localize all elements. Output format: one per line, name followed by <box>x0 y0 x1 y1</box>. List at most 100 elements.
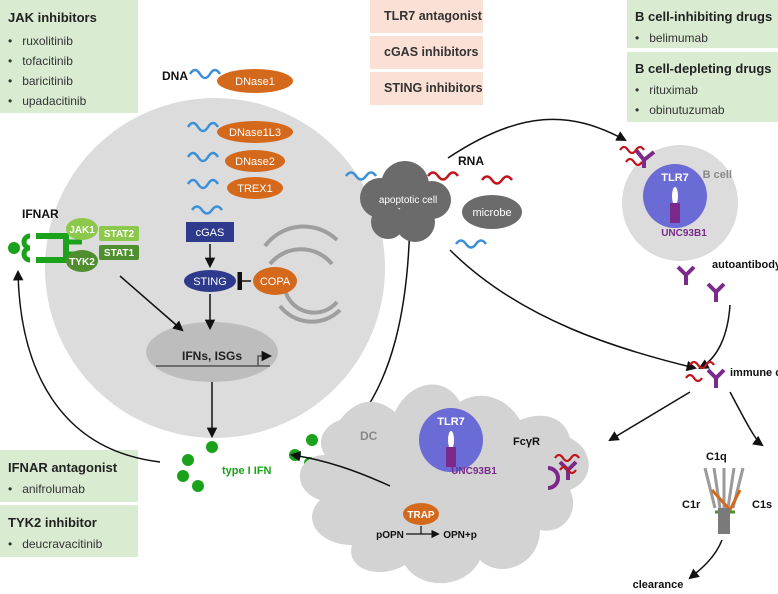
apoptotic-cell <box>360 161 451 242</box>
ifnar-label: IFNAR <box>22 207 59 221</box>
arrow <box>447 118 627 159</box>
cgas-inhibitors-label: cGAS inhibitors <box>384 45 479 59</box>
type1-ifn-molecules <box>177 434 318 492</box>
drug-item: belimumab <box>635 28 778 48</box>
rna-strand <box>559 465 577 475</box>
nucleus <box>146 322 278 382</box>
bcell-inhibiting-box: B cell-inhibiting drugs belimumab <box>627 0 778 48</box>
bcell-depleting-box: B cell-depleting drugs rituximab obinutu… <box>627 52 778 122</box>
trex1-enzyme <box>227 177 283 199</box>
drug-item: upadacitinib <box>8 91 138 111</box>
dna-strand <box>190 205 224 215</box>
sting-inhibitors-label: STING inhibitors <box>384 81 483 95</box>
rna-strand <box>480 175 514 185</box>
copa-node <box>253 267 297 295</box>
trap-label: TRAP <box>407 510 435 521</box>
c1q-label: C1q <box>706 451 727 463</box>
dna-label: DNA <box>162 69 188 83</box>
drug-item: baricitinib <box>8 71 138 91</box>
tlr7-antagonist-box: TLR7 antagonist <box>370 0 483 33</box>
autoantibody <box>676 265 726 302</box>
dna-strand <box>186 178 220 190</box>
bound-antibody <box>558 460 578 480</box>
b-cell-label: B cell <box>703 169 732 181</box>
arrow <box>119 275 184 332</box>
c1s-label: C1s <box>752 499 772 511</box>
jak-inhibitors-box: JAK inhibitors ruxolitinib tofacitinib b… <box>0 0 138 113</box>
tyk2-inhibitor-box: TYK2 inhibitor deucravacitinib <box>0 505 138 557</box>
stat1-node <box>99 245 139 260</box>
trex1-label: TREX1 <box>237 183 272 195</box>
tlr7-receptor <box>446 447 456 467</box>
arrow <box>289 451 391 487</box>
type1-ifn-label: type I IFN <box>222 465 272 477</box>
sting-inhibitors-box: STING inhibitors <box>370 72 483 105</box>
stat1-label: STAT1 <box>104 248 135 259</box>
stat2-label: STAT2 <box>104 229 135 240</box>
drug-item: obinutuzumab <box>635 100 778 120</box>
microbe-label: microbe <box>472 207 511 219</box>
copa-label: COPA <box>260 276 291 288</box>
apoptotic-cell-label: apoptotic cell <box>379 195 437 206</box>
rna-strand <box>619 145 645 155</box>
ifns-isgs-label: IFNs, ISGs <box>182 349 242 363</box>
unc93b1-label: UNC93B1 <box>451 466 497 477</box>
dnase2-label: DNase2 <box>235 156 275 168</box>
dna-strand <box>344 171 378 181</box>
unc93b1-label: UNC93B1 <box>661 228 707 239</box>
arrow <box>729 391 764 447</box>
drug-item: tofacitinib <box>8 51 138 71</box>
drug-item: rituximab <box>635 80 778 100</box>
fcgr-label: FcγR <box>513 436 540 448</box>
microbe <box>462 195 522 229</box>
clearance-label: clearance <box>633 579 684 591</box>
tyk2-inhibitor-title: TYK2 inhibitor <box>8 515 97 530</box>
c1-complex <box>703 467 745 534</box>
rna-label: RNA <box>458 154 484 168</box>
stat2-node <box>99 226 139 241</box>
fcgr-receptor <box>547 466 560 490</box>
jak1-node <box>66 218 98 240</box>
drug-item: anifrolumab <box>8 479 138 499</box>
tyk2-node <box>66 250 98 272</box>
arrow <box>12 269 161 463</box>
ifnar-antagonist-title: IFNAR antagonist <box>8 460 118 475</box>
dna-strand <box>454 239 488 249</box>
bcell-depleting-title: B cell-depleting drugs <box>635 61 772 76</box>
bcell-inhibiting-title: B cell-inhibiting drugs <box>635 9 773 24</box>
immune-complex-label: immune complex <box>730 367 778 379</box>
rna-strand <box>554 453 580 463</box>
drug-item: deucravacitinib <box>8 534 138 554</box>
arrow <box>608 391 691 442</box>
promoter-arrow <box>257 350 273 366</box>
tlr7-ligand <box>448 431 454 449</box>
jak1-label: JAK1 <box>69 225 95 236</box>
host-cell <box>45 98 385 438</box>
sting-node <box>184 270 236 292</box>
tyk2-label: TYK2 <box>69 257 95 268</box>
cgas-box <box>186 222 234 242</box>
rna-strand <box>426 171 460 181</box>
dnase1l3-label: DNase1L3 <box>229 127 281 139</box>
jak-inhibitors-title: JAK inhibitors <box>8 10 97 25</box>
arrow <box>698 304 731 370</box>
cgas-inhibitors-box: cGAS inhibitors <box>370 36 483 69</box>
arrow <box>688 539 723 580</box>
arrow <box>339 202 416 441</box>
popn-label: pOPN <box>376 530 404 541</box>
bcr-antibody <box>634 148 656 168</box>
cgas-label: cGAS <box>196 227 225 239</box>
tlr7-label: TLR7 <box>437 416 465 428</box>
tlr7-antagonist-label: TLR7 antagonist <box>384 9 482 23</box>
dna-strand <box>186 151 220 163</box>
ifn-molecule <box>8 242 20 254</box>
dendritic-cell <box>299 384 589 584</box>
opnp-label: OPN+p <box>443 530 477 541</box>
ifnar-antagonist-box: IFNAR antagonist anifrolumab <box>0 450 138 502</box>
dnase1-enzyme <box>217 69 293 93</box>
endosome <box>419 408 483 472</box>
b-cell <box>622 145 738 261</box>
dnase1-label: DNase1 <box>235 76 275 88</box>
tlr7-receptor <box>670 203 680 223</box>
dna-strand <box>188 68 222 80</box>
